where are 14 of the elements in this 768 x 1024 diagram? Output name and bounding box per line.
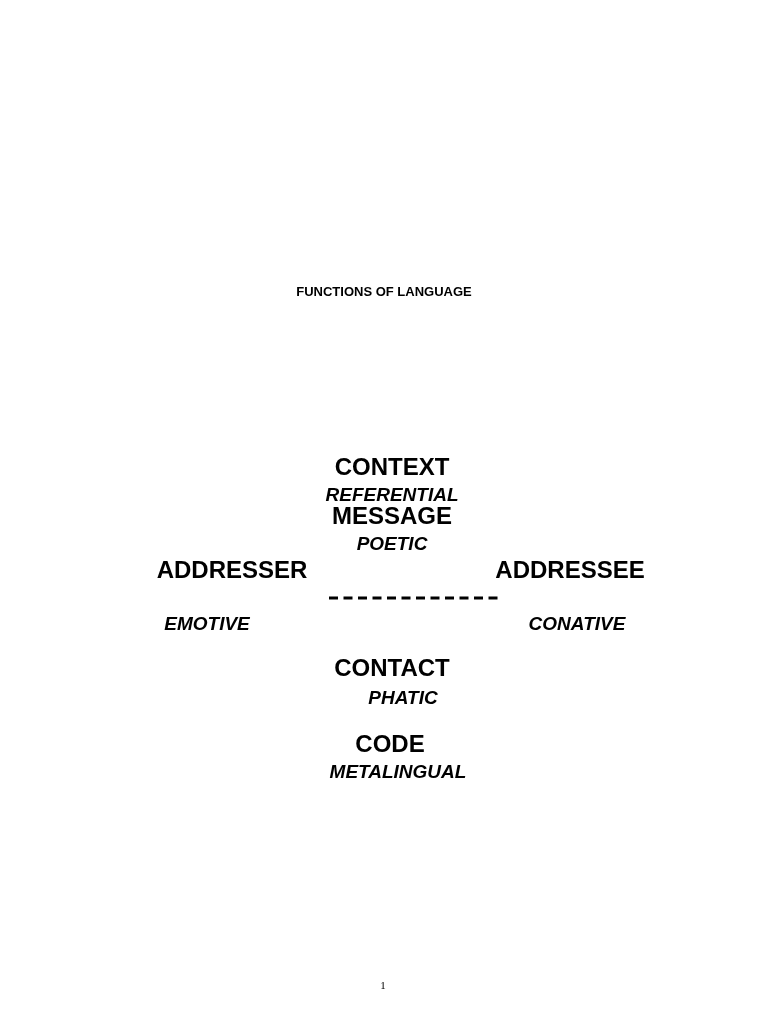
function-label: REFERENTIAL: [325, 484, 459, 504]
function-label: METALINGUAL: [329, 761, 467, 781]
function-label: EMOTIVE: [164, 613, 250, 633]
component-label: ADDRESSER: [156, 558, 308, 582]
component-label: CONTACT: [334, 656, 450, 680]
page-number: 1: [380, 979, 386, 991]
function-label: CONATIVE: [528, 613, 626, 633]
function-label: PHATIC: [368, 687, 438, 707]
component-label: CODE: [355, 732, 425, 756]
component-label: CONTEXT: [334, 455, 450, 479]
component-label: MESSAGE: [332, 504, 452, 528]
component-label: ADDRESSEE: [495, 558, 645, 582]
function-label: POETIC: [356, 533, 428, 553]
title: FUNCTIONS OF LANGUAGE: [296, 283, 472, 302]
